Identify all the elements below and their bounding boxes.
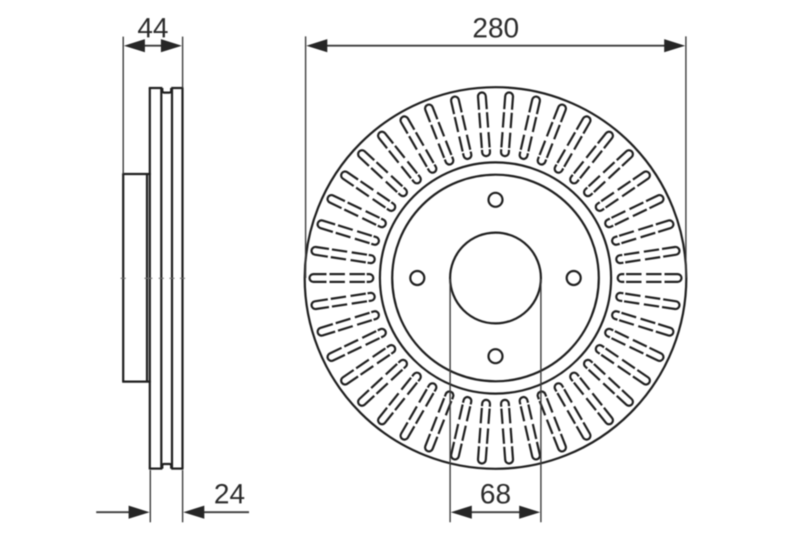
svg-text:24: 24 [214, 478, 245, 509]
svg-text:280: 280 [472, 12, 519, 43]
svg-text:44: 44 [137, 12, 168, 43]
svg-text:68: 68 [480, 478, 511, 509]
